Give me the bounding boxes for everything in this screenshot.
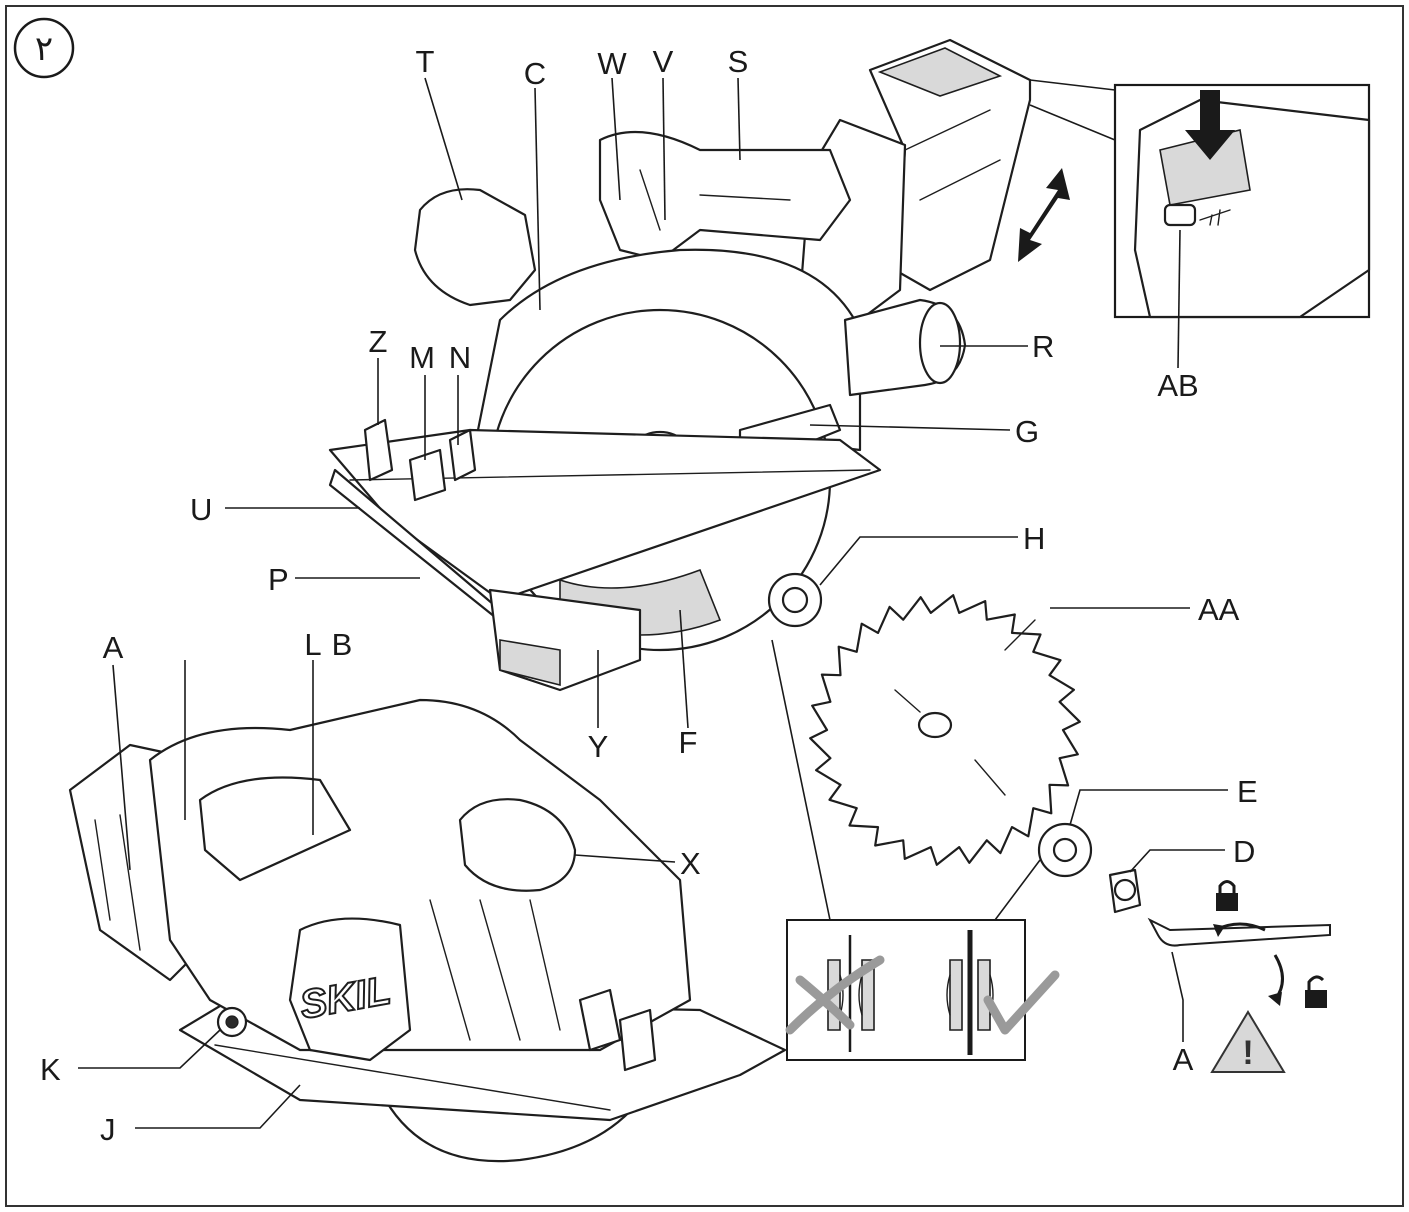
label-G: G: [1015, 414, 1039, 449]
label-E: E: [1237, 774, 1258, 809]
label-P: P: [268, 562, 289, 597]
cross-mark-icon: [785, 955, 885, 1035]
label-B: B: [332, 627, 353, 662]
warning-triangle-icon: !: [1210, 1010, 1286, 1073]
label-M: M: [409, 340, 435, 375]
leader-lines: [78, 77, 1228, 1129]
check-mark-icon: [983, 970, 1060, 1035]
figure-number: ۲: [35, 29, 53, 69]
flange-orientation-inset: [771, 639, 1060, 1061]
label-AA: AA: [1198, 592, 1240, 627]
label-V: V: [653, 44, 674, 79]
label-F: F: [679, 725, 698, 760]
label-A-bottom-saw: A: [103, 630, 124, 665]
label-AB: AB: [1157, 368, 1198, 403]
double-arrow-icon: [1018, 168, 1070, 262]
label-A-hex-key: A: [1173, 1042, 1194, 1077]
label-W: W: [597, 46, 627, 81]
svg-text:!: !: [1242, 1034, 1253, 1072]
press-arrow-icon: [1185, 90, 1235, 160]
label-Z: Z: [369, 324, 388, 359]
label-T: T: [416, 44, 435, 79]
battery-inset: [1029, 79, 1371, 319]
lock-icon: [1216, 880, 1238, 911]
label-S: S: [728, 44, 749, 79]
top-saw-illustration: SKIL: [328, 38, 1032, 692]
label-J: J: [100, 1112, 116, 1147]
part-labels: T C W V S Z M N R G U P H AA AB A L B Y …: [40, 44, 1258, 1147]
label-R: R: [1032, 329, 1054, 364]
label-Y: Y: [588, 729, 609, 764]
figure-number-badge: ۲: [13, 17, 75, 79]
label-N: N: [449, 340, 471, 375]
bottom-saw-illustration: SKIL: [68, 698, 787, 1163]
label-U: U: [190, 492, 212, 527]
label-X: X: [680, 846, 701, 881]
label-H: H: [1023, 521, 1045, 556]
unlock-icon: [1305, 975, 1327, 1008]
label-D: D: [1233, 834, 1255, 869]
label-K: K: [40, 1052, 61, 1087]
label-L: L: [304, 627, 321, 662]
bottom-saw-brand: SKIL: [297, 968, 394, 1027]
outer-border: [5, 5, 1404, 1207]
label-C: C: [524, 56, 546, 91]
blade-assembly: !: [767, 572, 1331, 1073]
